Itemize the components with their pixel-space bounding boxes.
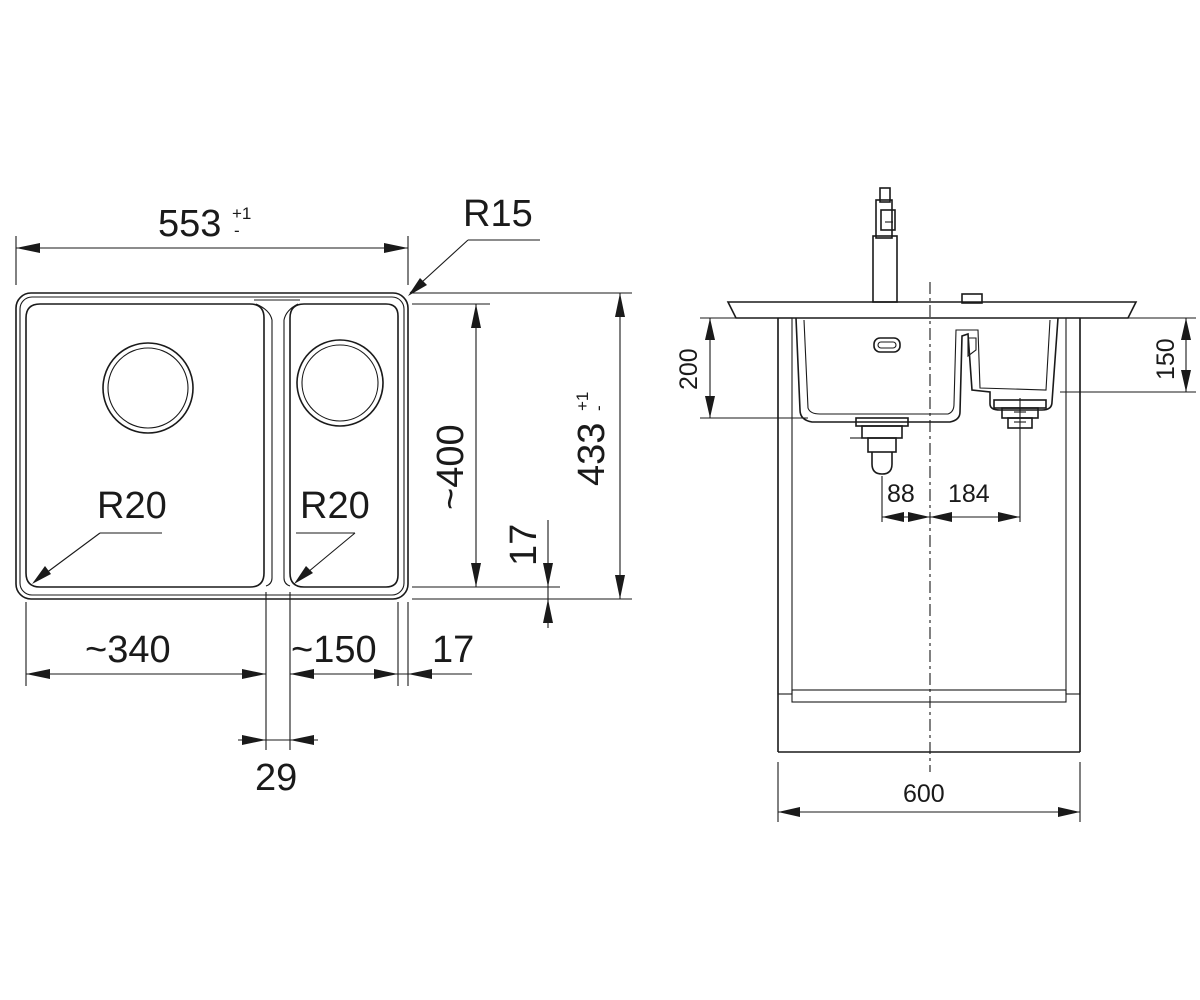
plan-view: 553 +1 - R15 ~400 433 +1 - 17 R20 [15, 193, 632, 799]
sink-outer-outline [15, 292, 409, 600]
corner-radius-label: R15 [463, 193, 533, 235]
overall-width-tol-minus: - [234, 221, 240, 240]
waste-offset-left-label: 88 [887, 480, 915, 508]
bowl-depth-label: ~400 [430, 424, 472, 510]
left-bowl-outline [25, 303, 265, 588]
overall-width-label: 553 [158, 203, 221, 245]
cabinet-left-wall [777, 317, 793, 695]
right-bowl-radius-label: R20 [300, 485, 370, 527]
overall-depth-tol-minus: - [589, 405, 608, 411]
section-large-bowl [795, 317, 1059, 423]
left-bowl-width-label: ~340 [85, 629, 171, 671]
cabinet-bottom-shelf [791, 689, 1067, 703]
faucet [872, 187, 898, 303]
rim-offset-vertical-label: 17 [503, 524, 545, 566]
worktop [726, 301, 1138, 319]
bowl-height-large-label: 200 [675, 348, 703, 390]
cabinet-width-label: 600 [903, 780, 945, 808]
left-drain [102, 342, 194, 434]
section-view: 200 150 88 184 600 [675, 187, 1196, 822]
rim-offset-horizontal-label: 17 [432, 629, 474, 671]
soap-dispenser [961, 293, 983, 304]
right-drain [296, 339, 384, 427]
sink-rim-inner [19, 296, 405, 596]
right-bowl-outline [289, 303, 399, 588]
bowl-divider [254, 299, 300, 587]
left-bowl-radius-label: R20 [97, 485, 167, 527]
overall-depth-label: 433 [571, 423, 613, 486]
waste-offset-right-label: 184 [948, 480, 990, 508]
bowl-height-small-label: 150 [1152, 338, 1180, 380]
cabinet-right-wall [1065, 317, 1081, 695]
right-bowl-width-label: ~150 [291, 629, 377, 671]
overall-depth-tol-plus: +1 [573, 392, 592, 411]
divider-width-label: 29 [255, 757, 297, 799]
overflow-slot [873, 337, 901, 353]
large-bowl-waste [850, 417, 909, 475]
overall-width-tol-plus: +1 [232, 204, 251, 223]
